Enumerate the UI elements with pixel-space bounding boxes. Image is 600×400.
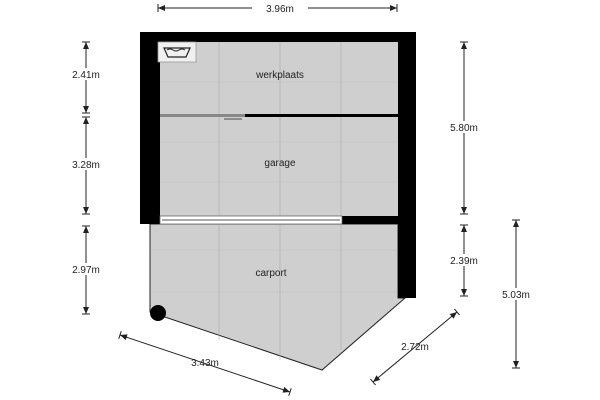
walls xyxy=(140,32,416,298)
interior-floor xyxy=(160,42,398,216)
interior-door xyxy=(160,114,245,117)
dimension-labels: 3.96m 2.41m 3.28m 2.97m 5.80m 2.39m 5.03… xyxy=(64,4,538,369)
dim-carport-total-right: 5.03m xyxy=(502,290,530,301)
dim-diagonal-left: 3.43m xyxy=(191,358,219,369)
laundry-icon xyxy=(157,41,197,63)
dim-werkplaats-depth: 2.41m xyxy=(72,70,100,81)
room-label-garage: garage xyxy=(264,158,296,169)
dim-diagonal-right: 2.72m xyxy=(401,342,429,353)
room-label-carport: carport xyxy=(255,268,286,279)
dim-carport-depth-left: 2.97m xyxy=(72,265,100,276)
dim-garage-depth: 3.28m xyxy=(72,160,100,171)
floor-grid xyxy=(150,42,398,360)
dim-total-width: 3.96m xyxy=(266,4,294,15)
column xyxy=(150,305,166,321)
dim-building-depth: 5.80m xyxy=(450,123,478,134)
dim-carport-depth-right: 2.39m xyxy=(450,256,478,267)
room-label-werkplaats: werkplaats xyxy=(255,70,304,81)
carport-floor xyxy=(149,223,407,371)
